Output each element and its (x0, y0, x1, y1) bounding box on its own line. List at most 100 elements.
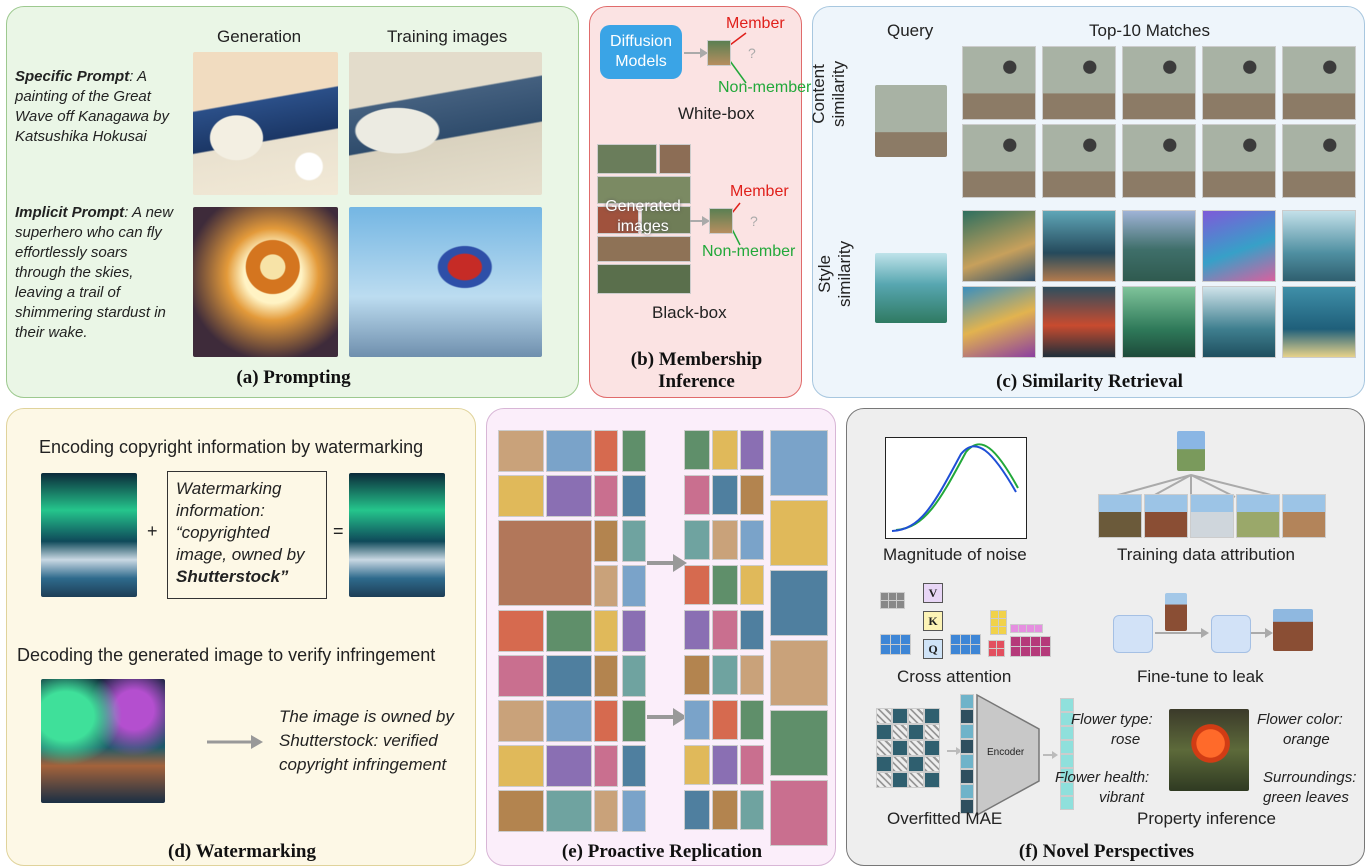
replicated-thumbnail (713, 521, 737, 559)
reference-thumbnail (595, 701, 617, 741)
watermark-info-text: Watermarking information: “copyrighted i… (176, 479, 305, 564)
black-box-sample-image (710, 209, 732, 233)
reference-thumbnail (595, 611, 617, 651)
mae-patch (909, 741, 923, 755)
query-label: Query (887, 21, 934, 40)
non-member-label-black: Non-member (702, 243, 796, 260)
generated-aurora-image (41, 679, 165, 803)
attention-map-cell (999, 627, 1006, 634)
reference-thumbnail (623, 656, 645, 696)
text-token-cell (897, 593, 904, 600)
replication-arrows (647, 554, 687, 726)
original-aurora-image (41, 473, 137, 597)
style-match-image (1123, 287, 1195, 357)
mae-output-token (1061, 769, 1073, 781)
mae-patch (925, 757, 939, 771)
mae-patch (909, 757, 923, 771)
style-similarity-line1: Style (815, 255, 834, 293)
content-match-image (1283, 47, 1355, 119)
flower-health-value: vibrant (1099, 789, 1145, 806)
mae-patch (893, 773, 907, 787)
content-similarity-line2: similarity (829, 60, 848, 127)
reference-thumbnail (623, 611, 645, 651)
mae-patch (893, 757, 907, 771)
replicated-thumbnail (741, 431, 763, 469)
replicated-thumbnail (685, 566, 709, 604)
attribution-query-image (1177, 431, 1205, 471)
noise-curve-box (885, 437, 1027, 539)
attention-weight-cell (997, 641, 1004, 648)
image-token-cell (891, 645, 900, 654)
replicated-thumbnail (741, 566, 763, 604)
content-matches-grid (963, 47, 1363, 201)
text-token-cell (889, 593, 896, 600)
reference-thumbnail (547, 701, 591, 741)
replicated-thumbnail (685, 431, 709, 469)
reference-thumbnail (623, 431, 645, 471)
replicated-images-grid (685, 431, 831, 845)
reference-thumbnail (623, 566, 645, 606)
style-match-image (1123, 211, 1195, 281)
style-query-image (875, 253, 947, 323)
reference-thumbnail-large (499, 521, 591, 605)
result-cell (1041, 637, 1050, 646)
member-label-white: Member (726, 15, 785, 32)
specific-prompt: Specific Prompt: A painting of the Great… (15, 67, 185, 147)
mae-patch (877, 773, 891, 787)
text-token-cell (897, 601, 904, 608)
mae-input-token (961, 740, 973, 753)
style-match-image (963, 211, 1035, 281)
flower-color-value: orange (1283, 731, 1330, 748)
panel-e-caption: (e) Proactive Replication (561, 841, 763, 862)
mae-output-token (1061, 727, 1073, 739)
style-match-image (1203, 211, 1275, 281)
great-wave-generated-image (193, 52, 338, 195)
panel-watermarking: Encoding copyright information by waterm… (6, 408, 476, 866)
image-token-cell (881, 635, 890, 644)
matrix-k-box: K (923, 611, 943, 631)
mae-patch (877, 741, 891, 755)
leak-input-image (1165, 593, 1187, 631)
encoder-shape (976, 693, 1040, 817)
generated-images-text: Generated images (605, 198, 681, 235)
reference-thumbnail (547, 746, 591, 786)
black-box-label: Black-box (652, 303, 727, 322)
superhero-training-image (349, 207, 542, 357)
image-token-cell (881, 645, 890, 654)
replicated-thumbnail (713, 611, 737, 649)
content-match-image (963, 47, 1035, 119)
panel-similarity-retrieval: Query Top-10 Matches Content similarity … (809, 6, 1365, 398)
attribution-training-image (1145, 495, 1187, 537)
replicated-thumbnail (741, 611, 763, 649)
replicated-thumbnail (713, 431, 737, 469)
replicated-thumbnail (685, 521, 709, 559)
content-match-image (1203, 125, 1275, 197)
reference-thumbnail (499, 701, 543, 741)
diffusion-models-box: Diffusion Models (600, 25, 682, 79)
panel-proactive-replication: (e) Proactive Replication (486, 408, 836, 866)
output-cell (971, 645, 980, 654)
attention-map-cell (999, 619, 1006, 626)
replicated-thumbnail (713, 566, 737, 604)
replicated-thumbnail-large (771, 711, 827, 775)
result-cell (1021, 647, 1030, 656)
mae-input-token (961, 755, 973, 768)
output-cell (961, 635, 970, 644)
reference-thumbnail (595, 476, 617, 516)
replicated-thumbnail (741, 791, 763, 829)
content-similarity-line1: Content (809, 64, 828, 124)
value-output-cell (1027, 625, 1034, 632)
mae-input-token (961, 695, 973, 708)
black-box-arrows (690, 202, 741, 246)
mae-input-token (961, 710, 973, 723)
content-match-image (1123, 47, 1195, 119)
watermark-info-box: Watermarking information: “copyrighted i… (167, 471, 327, 599)
content-query-image (875, 85, 947, 157)
fine-tune-arrows (1155, 628, 1273, 638)
reference-thumbnail (595, 566, 617, 606)
mae-masked-patches (877, 709, 947, 789)
content-match-image (1283, 125, 1355, 197)
mae-patch (925, 741, 939, 755)
reference-thumbnail (499, 656, 543, 696)
replicated-thumbnail (713, 746, 737, 784)
